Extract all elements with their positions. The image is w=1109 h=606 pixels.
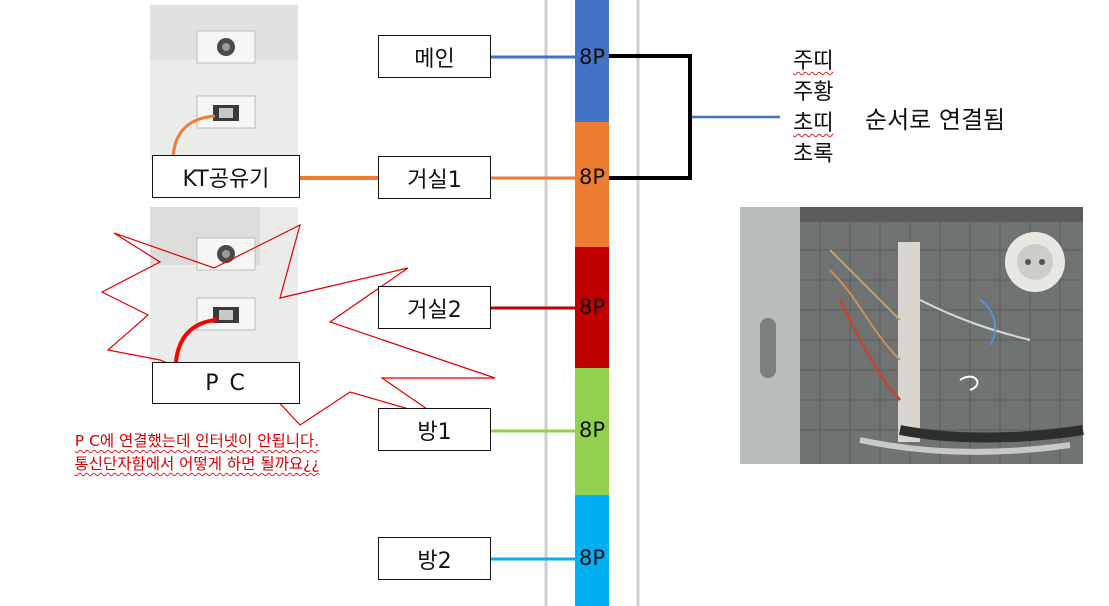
room-label: 거실2 xyxy=(407,297,462,323)
question-line-1: P C에 연결했는데 인터넷이 안됩니다. xyxy=(74,432,320,450)
room-box-메인: 메인 xyxy=(378,35,491,78)
bar-segment-거실2 xyxy=(575,247,609,368)
sequence-item: 주황 xyxy=(793,80,834,105)
room-label: 방1 xyxy=(417,419,452,445)
upper-wall-outlet-photo xyxy=(150,5,298,160)
port-label-메인: 8P xyxy=(578,45,606,69)
pc-box: P C xyxy=(152,362,300,404)
sequence-item: 초록 xyxy=(793,142,834,167)
room-label: 거실1 xyxy=(407,167,462,193)
wire-sequence-list: 주띠 주황 초띠 초록 xyxy=(793,46,833,170)
router-label: KT공유기 xyxy=(182,166,270,192)
pc-label: P C xyxy=(205,370,247,396)
question-text: P C에 연결했는데 인터넷이 안됩니다. 통신단자함에서 어떻게 하면 될까요… xyxy=(22,430,372,476)
port-label-거실2: 8P xyxy=(578,295,606,319)
wire-sequence-note: 순서로 연결됨 xyxy=(865,106,1006,134)
room-box-방1: 방1 xyxy=(378,408,491,451)
bar-segment-방1 xyxy=(575,368,609,495)
pc-patch-cable xyxy=(174,318,218,363)
router-box: KT공유기 xyxy=(152,155,300,198)
sequence-item: 주띠 xyxy=(793,49,834,74)
sequence-item: 초띠 xyxy=(793,111,834,136)
main-livingroom-bridge xyxy=(609,54,692,180)
port-label-거실1: 8P xyxy=(578,165,606,189)
problem-burst xyxy=(100,223,496,426)
lower-wall-outlet-photo xyxy=(150,207,298,363)
bar-segment-방2 xyxy=(575,495,609,606)
question-line-2: 통신단자함에서 어떻게 하면 될까요¿¿ xyxy=(74,455,320,473)
room-label: 메인 xyxy=(414,46,455,72)
router-patch-cable xyxy=(171,114,216,158)
room-box-방2: 방2 xyxy=(378,537,491,580)
wiring-cabinet-photo xyxy=(740,207,1084,464)
port-label-방1: 8P xyxy=(578,418,606,442)
room-label: 방2 xyxy=(417,548,452,574)
room-box-거실1: 거실1 xyxy=(378,156,491,199)
port-label-방2: 8P xyxy=(578,546,606,570)
bar-segment-거실1 xyxy=(575,122,609,247)
room-box-거실2: 거실2 xyxy=(378,286,491,329)
bar-segment-메인 xyxy=(575,0,609,122)
